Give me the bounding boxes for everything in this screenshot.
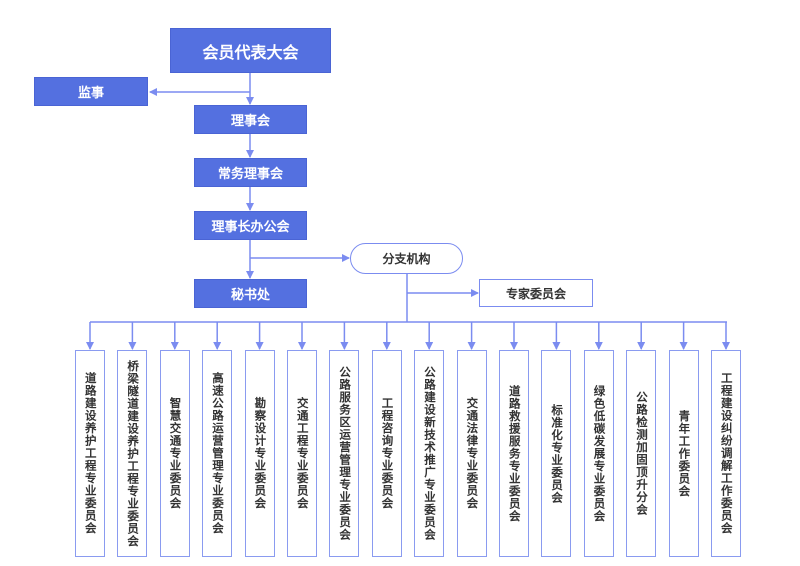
branches-node: 分支机构	[350, 243, 463, 274]
committee-node: 标准化专业委员会	[541, 350, 572, 557]
committee-label: 公路检测加固顶升分会	[634, 391, 649, 516]
committee-node: 公路建设新技术推广专业委员会	[414, 350, 445, 557]
committee-label: 标准化专业委员会	[550, 403, 565, 504]
committee-label: 交通工程专业委员会	[295, 397, 310, 510]
secretariat-node: 秘书处	[194, 279, 307, 308]
committee-node: 工程建设纠纷调解工作委员会	[711, 350, 741, 557]
committee-node: 道路建设养护工程专业委员会	[75, 350, 105, 557]
committee-label: 工程建设纠纷调解工作委员会	[719, 372, 734, 535]
committee-node: 公路检测加固顶升分会	[626, 350, 657, 557]
committee-label: 勘察设计专业委员会	[253, 397, 268, 510]
committee-label: 智慧交通专业委员会	[168, 397, 183, 510]
committee-label: 工程咨询专业委员会	[380, 397, 395, 510]
committee-node: 桥梁隧道建设养护工程专业委员会	[117, 350, 148, 557]
committee-node: 工程咨询专业委员会	[371, 350, 402, 557]
committee-node: 青年工作委员会	[668, 350, 699, 557]
committee-node: 公路服务区运营管理专业委员会	[329, 350, 360, 557]
committee-label: 道路救援服务专业委员会	[507, 384, 522, 523]
committee-label: 道路建设养护工程专业委员会	[83, 372, 98, 535]
committee-node: 交通法律专业委员会	[456, 350, 487, 557]
committee-label: 青年工作委员会	[677, 409, 692, 498]
committee-node: 交通工程专业委员会	[287, 350, 317, 557]
committee-label: 桥梁隧道建设养护工程专业委员会	[126, 359, 141, 548]
standing-council-node: 常务理事会	[194, 158, 307, 187]
committee-node: 高速公路运营管理专业委员会	[202, 350, 233, 557]
committee-label: 交通法律专业委员会	[465, 397, 480, 510]
council-node: 理事会	[194, 105, 307, 134]
supervisor-node: 监事	[34, 77, 148, 106]
committee-node: 勘察设计专业委员会	[244, 350, 275, 557]
committee-label: 公路建设新技术推广专业委员会	[422, 366, 437, 541]
committee-node: 智慧交通专业委员会	[159, 350, 190, 557]
committee-node: 道路救援服务专业委员会	[499, 350, 529, 557]
committee-label: 绿色低碳发展专业委员会	[592, 384, 607, 523]
committee-node: 绿色低碳发展专业委员会	[583, 350, 614, 557]
chairman-office-node: 理事长办公会	[194, 211, 307, 240]
committee-label: 公路服务区运营管理专业委员会	[338, 366, 353, 541]
general-assembly-node: 会员代表大会	[170, 28, 331, 73]
experts-committee-node: 专家委员会	[479, 279, 593, 307]
committee-label: 高速公路运营管理专业委员会	[210, 372, 225, 535]
